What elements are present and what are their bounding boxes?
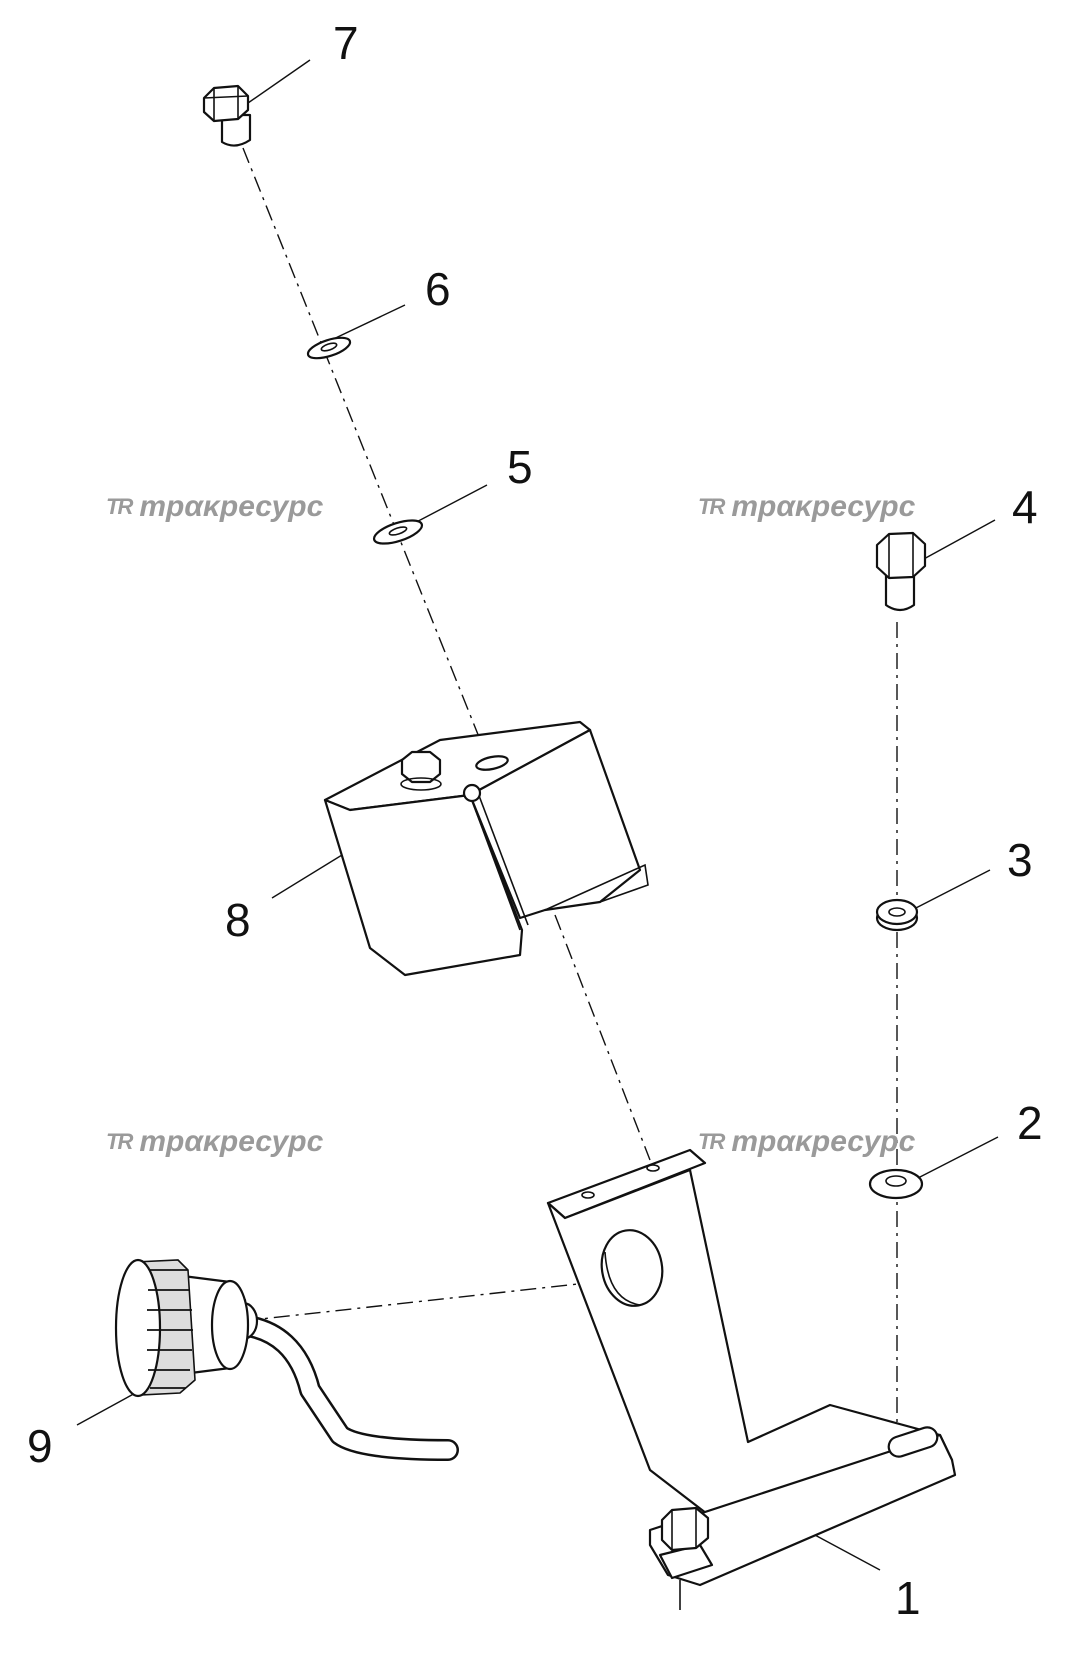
watermark-logo: TR: [106, 494, 133, 519]
lock-washer-6: [306, 336, 352, 360]
callout-1: 1: [895, 1572, 921, 1624]
bracket-1: [546, 1148, 957, 1610]
flat-washer-5: [372, 519, 424, 545]
spring-washer-3: [875, 898, 919, 932]
watermark-text: трακресурс: [139, 1125, 324, 1158]
bolt-4: [875, 531, 927, 612]
callout-9: 9: [27, 1420, 53, 1472]
watermark-logo: TR: [698, 494, 725, 519]
callout-4: 4: [1012, 481, 1038, 533]
callout-2: 2: [1017, 1097, 1043, 1149]
callout-5: 5: [507, 441, 533, 493]
watermark-text: трακресурс: [731, 1125, 916, 1158]
cover-8: [323, 720, 649, 977]
flat-washer-2: [868, 1168, 924, 1200]
callout-3: 3: [1007, 834, 1033, 886]
watermark-logo: TR: [106, 1129, 133, 1154]
assembly-axes: [242, 147, 898, 1435]
callout-6: 6: [425, 263, 451, 315]
watermark-logo: TR: [698, 1129, 725, 1154]
watermark-text: трακресурс: [139, 490, 324, 523]
watermark-text: трακресурс: [731, 490, 916, 523]
callout-7: 7: [333, 17, 359, 69]
callout-8: 8: [225, 894, 251, 946]
bolt-7: [202, 84, 252, 147]
sensor-9: [114, 1258, 459, 1461]
